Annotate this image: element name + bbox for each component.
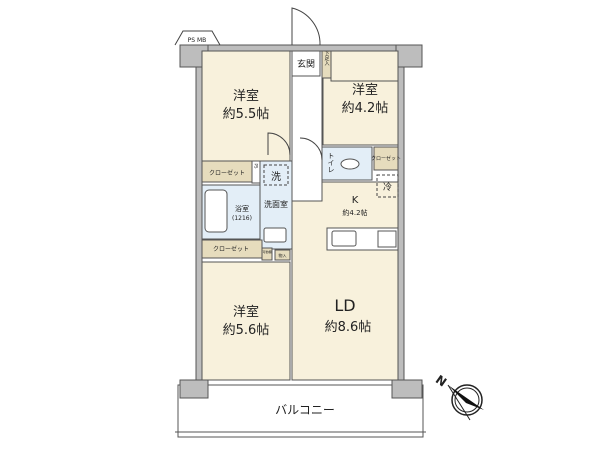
closet-3 [373,146,399,171]
svg-text:約5.6帖: 約5.6帖 [223,323,270,338]
room-ne [322,77,399,146]
svg-text:洗: 洗 [271,171,281,183]
fridge-space [376,174,399,198]
bathtub-icon [204,189,228,233]
entrance [291,50,321,77]
toilet-icon [340,158,360,170]
svg-text:約5.5帖: 約5.5帖 [223,107,270,122]
kitchen-sink-icon [331,230,357,247]
pillar-sw [179,379,209,399]
svg-text:下足入: 下足入 [324,51,330,66]
storage [274,249,291,261]
svg-text:洋室: 洋室 [352,82,378,98]
svg-text:冷: 冷 [383,181,392,193]
svg-text:(1216): (1216) [232,215,252,222]
pillar-se [391,379,423,399]
svg-text:PS: PS [254,164,259,169]
balcony: バルコニー [175,384,426,438]
svg-text:約4.2帖: 約4.2帖 [342,101,389,116]
svg-text:トイレ: トイレ [327,152,335,173]
room-sw [201,261,291,381]
sink-icon [263,227,287,243]
door-nw[interactable] [267,132,291,156]
entrance-door[interactable] [291,7,321,46]
movable-shelf [261,247,273,261]
svg-text:可動棚: 可動棚 [262,249,271,254]
svg-text:クローゼット: クローゼット [213,245,249,253]
svg-text:クローゼット: クローゼット [209,169,245,177]
svg-text:LD: LD [334,296,355,315]
svg-text:洗面室: 洗面室 [264,199,288,209]
svg-text:物入: 物入 [279,252,287,258]
compass: N [433,372,484,421]
svg-text:N: N [433,372,449,389]
svg-text:洋室: 洋室 [233,88,259,104]
svg-text:浴室: 浴室 [235,204,249,213]
balcony-label: バルコニー [275,403,335,417]
svg-text:約4.2帖: 約4.2帖 [342,208,367,217]
svg-text:PS MB: PS MB [188,37,207,44]
toilet-room [321,146,373,181]
svg-text:洋室: 洋室 [233,304,259,320]
room-nw [201,50,291,162]
ps-mb: PS MB [174,30,221,46]
svg-text:クローゼット: クローゼット [371,155,401,162]
svg-text:玄関: 玄関 [297,58,315,70]
stove-icon [377,230,397,248]
svg-text:約8.6帖: 約8.6帖 [325,320,372,335]
washer-space [263,164,289,186]
door-toilet[interactable] [299,137,323,161]
pillar-ne [395,44,423,68]
svg-text:K: K [352,195,359,206]
north-arrow-icon [448,385,484,410]
